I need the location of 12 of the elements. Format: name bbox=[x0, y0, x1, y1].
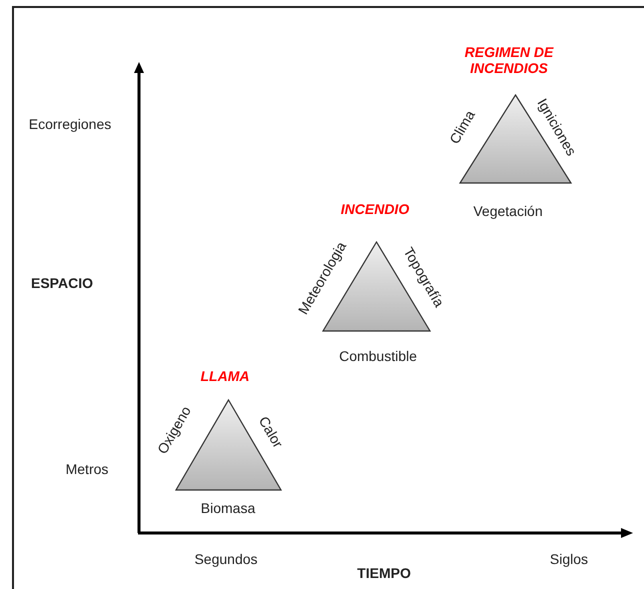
axis-tick-label: Ecorregiones bbox=[28, 116, 112, 132]
axis-title: ESPACIO bbox=[31, 274, 93, 292]
axis-title: TIEMPO bbox=[357, 564, 411, 582]
base-label: Combustible bbox=[339, 348, 417, 364]
axis-tick-label: Segundos bbox=[194, 550, 258, 568]
base-label: Biomasa bbox=[200, 500, 256, 516]
base-label: Vegetación bbox=[473, 202, 543, 220]
axis-tick-label: Metros bbox=[66, 460, 108, 478]
axis-tick-label: Siglos bbox=[550, 550, 588, 568]
triangle-title: REGIMEN DE INCENDIOS bbox=[464, 44, 555, 76]
triangle-title: INCENDIO bbox=[340, 200, 410, 218]
triangle-title: LLAMA bbox=[200, 368, 250, 384]
